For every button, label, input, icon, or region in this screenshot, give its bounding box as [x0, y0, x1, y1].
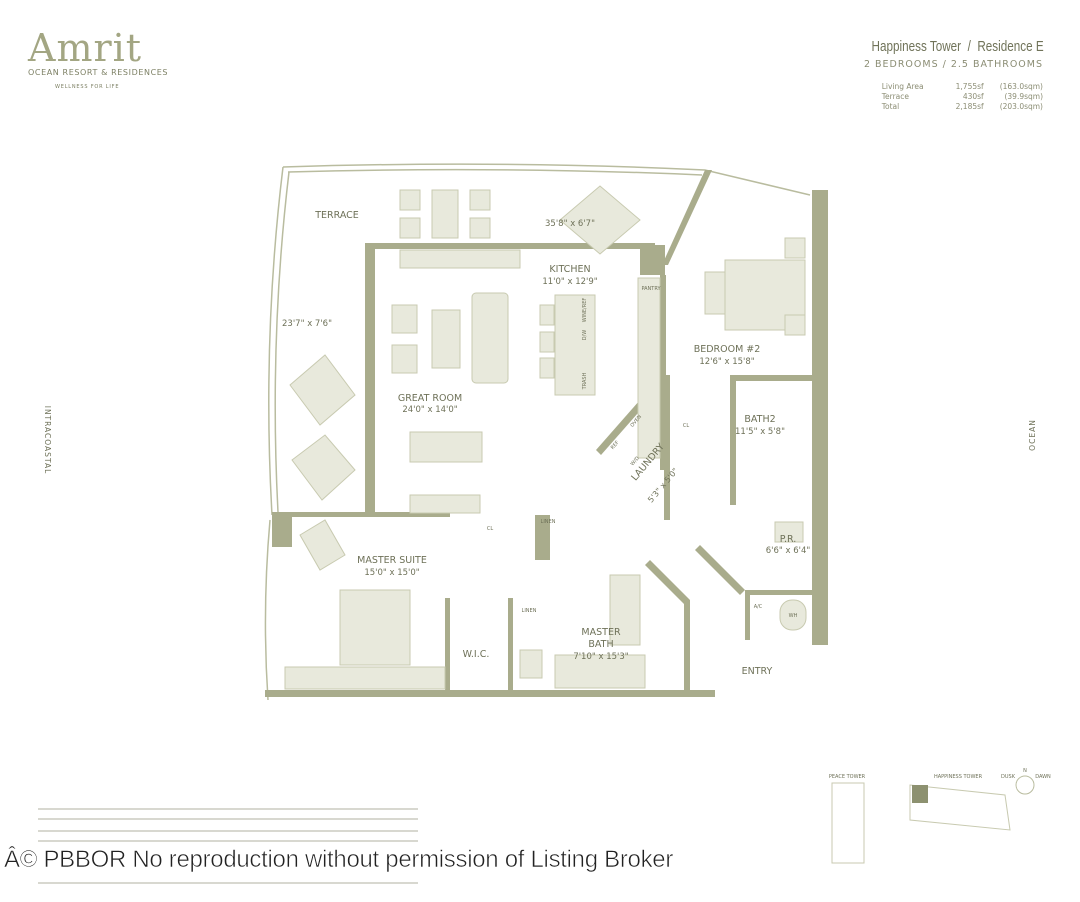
master-suite-label: MASTER SUITE: [357, 555, 427, 566]
washer-dryer-label: W/D: [630, 455, 641, 467]
disclaimer-line: [38, 882, 418, 884]
dusk-label: DUSK: [1001, 774, 1016, 780]
brand-logo: Amrit: [28, 26, 143, 70]
furniture: [284, 185, 807, 690]
ref-label: REF: [610, 440, 621, 451]
watermark: Â© PBBOR No reproduction without permiss…: [4, 846, 674, 874]
dawn-label: DAWN: [1035, 774, 1051, 780]
dishwasher-label: D/W: [582, 330, 588, 341]
area-label: Living Area: [881, 82, 924, 91]
area-sf: 2,185sf: [955, 102, 984, 111]
kitchen-dim: 11'0" x 12'9": [542, 277, 597, 287]
bedroom2-label: BEDROOM #2: [694, 344, 761, 355]
master-bath-dim: 7'10" x 15'3": [573, 652, 628, 662]
north-label: N: [1023, 768, 1027, 774]
closet-label: CL: [683, 423, 689, 429]
area-table: Living Area 1,755sf (163.0sqm) Terrace 430s…: [882, 82, 1043, 112]
disclaimer-line: [38, 840, 418, 842]
master-suite-dim: 15'0" x 15'0": [364, 568, 419, 578]
kitchen-label: KITCHEN: [549, 264, 590, 275]
area-sf: 430sf: [962, 92, 984, 101]
laundry-dim: 5'3" x 5'0": [646, 466, 680, 504]
entry-label: ENTRY: [742, 666, 773, 677]
disclaimer-line: [38, 808, 418, 810]
brand-subtitle: OCEAN RESORT & RESIDENCES: [28, 68, 169, 77]
great-room-dim: 24'0" x 14'0": [402, 405, 457, 415]
wine-ref-label: WINE/REF: [582, 298, 588, 323]
great-room-label: GREAT ROOM: [398, 393, 462, 404]
area-label: Total: [881, 102, 900, 111]
area-row: Terrace 430sf (39.9sqm): [882, 92, 1043, 102]
master-bath-label-2: BATH: [588, 639, 613, 650]
pr-dim: 6'6" x 6'4": [766, 546, 811, 556]
terrace-dim-2: 23'7" x 7'6": [282, 319, 332, 329]
pr-label: P.R.: [780, 534, 797, 545]
ac-label: A/C: [754, 604, 763, 610]
water-heater-label: WH: [789, 613, 798, 619]
area-row: Living Area 1,755sf (163.0sqm): [882, 82, 1043, 92]
compass-icon: [1015, 775, 1035, 795]
residence-subtitle: 2 BEDROOMS / 2.5 BATHROOMS: [863, 59, 1043, 70]
linen-label: LINEN: [541, 519, 556, 525]
walls: [265, 170, 828, 697]
happiness-tower-label: HAPPINESS TOWER: [934, 774, 983, 780]
pantry-label: PANTRY: [641, 286, 661, 292]
terrace-label: TERRACE: [314, 210, 359, 221]
brand-tagline: WELLNESS FOR LIFE: [55, 84, 120, 90]
bath2-label: BATH2: [744, 414, 775, 425]
bath2-dim: 11'5" x 5'8": [735, 427, 785, 437]
wic-label: W.I.C.: [463, 649, 490, 660]
area-sf: 1,755sf: [955, 82, 984, 91]
intracoastal-label: INTRACOASTAL: [43, 406, 52, 475]
area-sqm: (203.0sqm): [999, 102, 1043, 111]
residence-title: Happiness Tower / Residence E: [871, 38, 1044, 55]
master-bath-label: MASTER: [581, 627, 621, 638]
disclaimer-line: [38, 830, 418, 832]
area-row: Total 2,185sf (203.0sqm): [882, 102, 1043, 112]
key-plan: PEACE TOWER HAPPINESS TOWER N DUSK DAWN: [829, 768, 1051, 864]
linen-label: LINEN: [522, 608, 537, 614]
trash-label: TRASH: [582, 372, 588, 390]
terrace-dim: 35'8" x 6'7": [545, 219, 595, 229]
area-label: Terrace: [881, 92, 909, 101]
peace-tower-label: PEACE TOWER: [829, 774, 866, 780]
room-labels: TERRACE 35'8" x 6'7" 23'7" x 7'6" KITCHE…: [282, 210, 810, 677]
area-sqm: (163.0sqm): [999, 82, 1043, 91]
ocean-label: OCEAN: [1028, 419, 1037, 451]
terrace-outline: [264, 163, 811, 701]
bedroom2-dim: 12'6" x 15'8": [699, 357, 754, 367]
disclaimer-line: [38, 818, 418, 820]
closet-label: CL: [487, 526, 493, 532]
unit-highlight: [912, 785, 928, 803]
area-sqm: (39.9sqm): [1004, 92, 1043, 101]
